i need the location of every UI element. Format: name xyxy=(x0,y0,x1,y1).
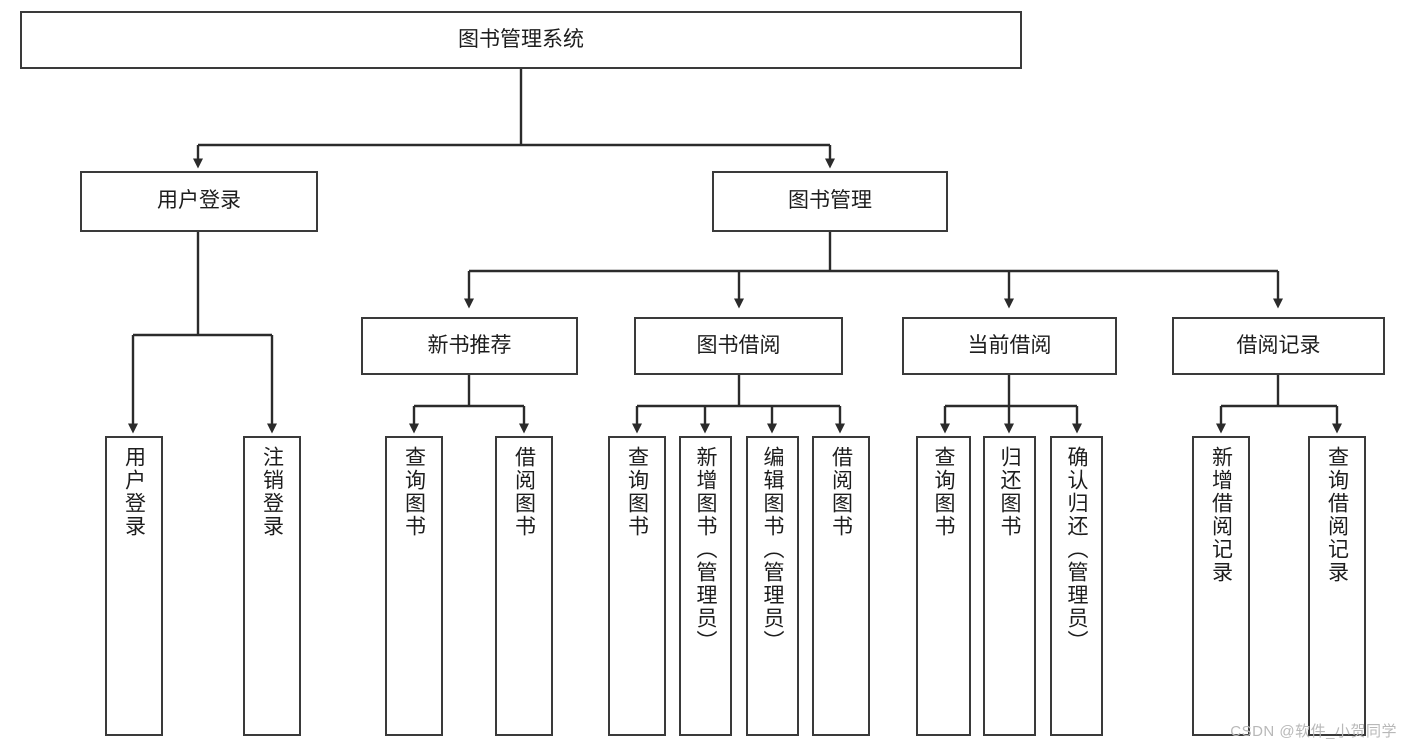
node-label: 确认归还（管理员） xyxy=(1065,446,1088,653)
leaf-user-login[interactable]: 用户登录 xyxy=(105,436,163,736)
leaf-query-books-new[interactable]: 查询图书 xyxy=(385,436,443,736)
node-label: 查询借阅记录 xyxy=(1325,446,1349,584)
node-label: 图书管理系统 xyxy=(458,27,584,51)
node-label: 新书推荐 xyxy=(427,333,512,357)
node-label: 新增图书（管理员） xyxy=(694,446,717,653)
node-label: 新增借阅记录 xyxy=(1209,446,1233,584)
node-label: 用户登录 xyxy=(122,446,146,538)
node-label: 查询图书 xyxy=(625,446,649,538)
node-book-borrowing[interactable]: 图书借阅 xyxy=(634,317,843,375)
node-label: 用户登录 xyxy=(157,189,241,213)
leaf-query-borrow-record[interactable]: 查询借阅记录 xyxy=(1308,436,1366,736)
node-label: 注销登录 xyxy=(260,446,284,538)
node-label: 借阅图书 xyxy=(829,446,853,538)
leaf-return-books[interactable]: 归还图书 xyxy=(983,436,1036,736)
leaf-edit-book-admin[interactable]: 编辑图书（管理员） xyxy=(746,436,799,736)
node-book-management[interactable]: 图书管理 xyxy=(712,171,948,232)
node-new-book-recommendation[interactable]: 新书推荐 xyxy=(361,317,578,375)
node-label: 图书管理 xyxy=(788,189,872,213)
node-label: 当前借阅 xyxy=(967,333,1052,357)
leaf-add-borrow-record[interactable]: 新增借阅记录 xyxy=(1192,436,1250,736)
node-label: 查询图书 xyxy=(402,446,426,538)
leaf-add-book-admin[interactable]: 新增图书（管理员） xyxy=(679,436,732,736)
leaf-borrow-books-new[interactable]: 借阅图书 xyxy=(495,436,553,736)
leaf-query-books-borrow[interactable]: 查询图书 xyxy=(608,436,666,736)
node-current-borrowing[interactable]: 当前借阅 xyxy=(902,317,1117,375)
leaf-borrow-books[interactable]: 借阅图书 xyxy=(812,436,870,736)
node-label: 查询图书 xyxy=(932,446,955,538)
leaf-query-books-current[interactable]: 查询图书 xyxy=(916,436,971,736)
leaf-confirm-return-admin[interactable]: 确认归还（管理员） xyxy=(1050,436,1103,736)
node-user-login[interactable]: 用户登录 xyxy=(80,171,318,232)
node-label: 借阅记录 xyxy=(1236,333,1321,357)
node-label: 归还图书 xyxy=(998,446,1021,538)
node-label: 图书借阅 xyxy=(696,333,781,357)
node-borrowing-records[interactable]: 借阅记录 xyxy=(1172,317,1385,375)
leaf-logout[interactable]: 注销登录 xyxy=(243,436,301,736)
node-root-book-management-system[interactable]: 图书管理系统 xyxy=(20,11,1022,69)
node-label: 编辑图书（管理员） xyxy=(761,446,784,653)
csdn-watermark: CSDN @软件_小贺同学 xyxy=(1230,723,1397,740)
node-label: 借阅图书 xyxy=(512,446,536,538)
